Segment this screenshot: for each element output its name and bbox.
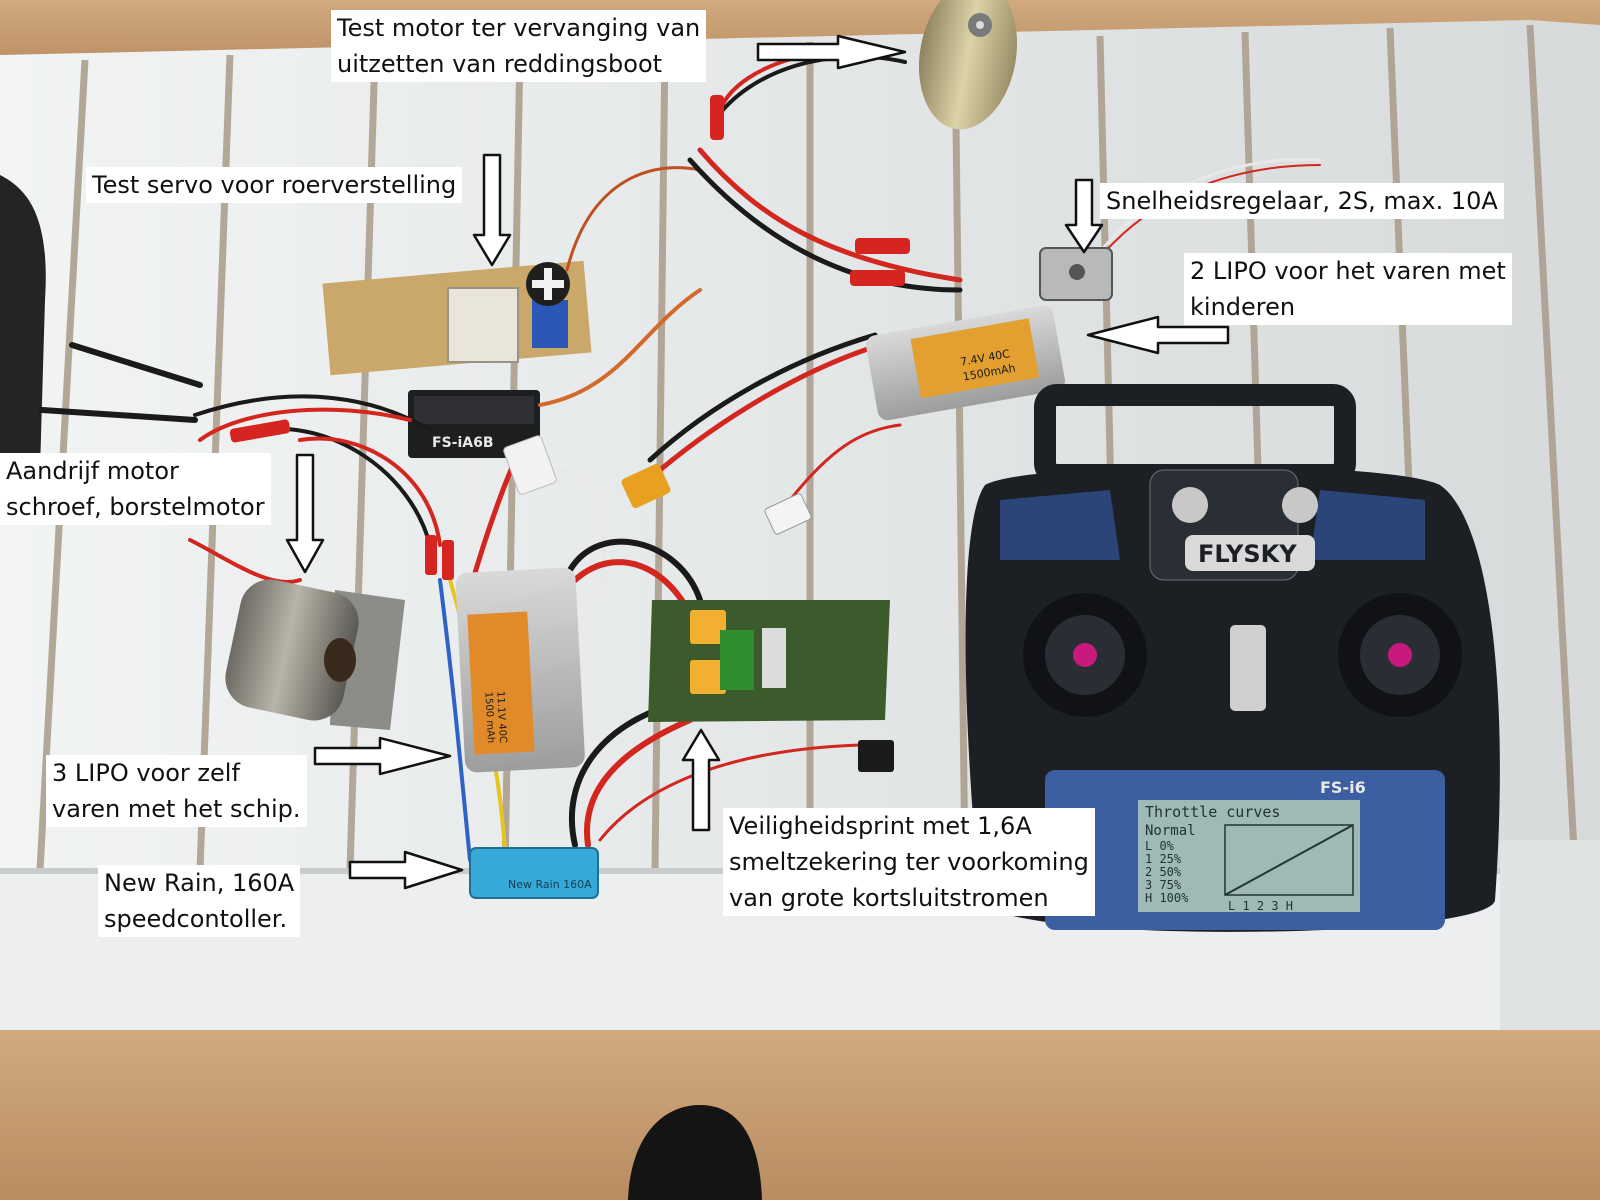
arrow-test-motor <box>756 34 907 70</box>
screen-mode: Normal <box>1145 823 1196 839</box>
screen-row: 3 75% <box>1145 878 1182 892</box>
screen-row: 1 25% <box>1145 852 1182 866</box>
label-line: New Rain, 160A <box>104 869 295 897</box>
label-line: schroef, borstelmotor <box>6 493 265 521</box>
antennas <box>39 342 203 423</box>
safety-pcb <box>648 600 894 772</box>
battery-3s-spec: 11.1V 40C <box>494 691 508 744</box>
screen-title: Throttle curves <box>1145 803 1280 821</box>
label-test-servo: Test servo voor roerverstelling <box>86 167 463 203</box>
transmitter: FLYSKY FS-i6 Throttle curves Normal L 0%… <box>965 384 1500 932</box>
connectors <box>229 95 910 580</box>
label-lipo-2: 2 LIPO voor het varen met kinderen <box>1184 253 1512 325</box>
arrow-veiligheidsprint <box>681 728 721 832</box>
shoe <box>628 1105 762 1200</box>
label-line: varen met het schip. <box>52 795 301 823</box>
label-line: Test motor ter vervanging van <box>337 14 701 42</box>
receiver: FS-iA6B <box>408 390 540 458</box>
label-line: speedcontoller. <box>104 905 288 933</box>
label-line: Aandrijf motor <box>6 457 179 485</box>
label-line: smeltzekering ter voorkoming <box>729 848 1089 876</box>
label-line: 2 LIPO voor het varen met <box>1190 257 1506 285</box>
small-speed-controller <box>1039 247 1113 301</box>
white-plug <box>503 435 557 495</box>
screen-row: L 0% <box>1145 839 1175 853</box>
receiver-model: FS-iA6B <box>432 435 494 451</box>
arrow-aandrijf-motor <box>285 453 325 574</box>
label-snelheidsregelaar: Snelheidsregelaar, 2S, max. 10A <box>1100 183 1504 219</box>
transmitter-model: FS-i6 <box>1320 778 1366 797</box>
arrow-lipo-3 <box>313 736 452 776</box>
label-test-motor: Test motor ter vervanging van uitzetten … <box>331 10 707 82</box>
label-line: Snelheidsregelaar, 2S, max. 10A <box>1106 187 1498 215</box>
screen-axis: L 1 2 3 H <box>1228 899 1293 913</box>
label-line: uitzetten van reddingsboot <box>337 50 663 78</box>
throttle-curve-line <box>1224 824 1354 896</box>
arrows <box>285 34 1230 890</box>
drive-motor <box>225 579 405 730</box>
label-line: van grote kortsluitstromen <box>729 884 1049 912</box>
label-aandrijf-motor: Aandrijf motor schroef, borstelmotor <box>0 453 271 525</box>
esc-label: New Rain 160A <box>508 878 592 891</box>
label-line: kinderen <box>1190 293 1296 321</box>
arrow-lipo-2 <box>1086 315 1230 355</box>
screen-row: 2 50% <box>1145 865 1182 879</box>
bag <box>0 175 46 480</box>
label-veiligheidsprint: Veiligheidsprint met 1,6A smeltzekering … <box>723 808 1095 916</box>
label-line: 3 LIPO voor zelf <box>52 759 240 787</box>
floor-bottom <box>0 1030 1600 1200</box>
balance-plug <box>764 493 812 535</box>
servo-board <box>322 260 592 376</box>
battery-3s-capacity: 1500 mAh <box>482 691 496 743</box>
transmitter-brand: FLYSKY <box>1198 540 1297 568</box>
label-line: Test servo voor roerverstelling <box>92 171 457 199</box>
battery-3s: 11.1V 40C 1500 mAh <box>455 567 585 773</box>
label-line: Veiligheidsprint met 1,6A <box>729 812 1032 840</box>
arrow-snelheidsregelaar <box>1064 178 1104 254</box>
screen-row: H 100% <box>1145 891 1189 905</box>
arrow-new-rain <box>348 850 464 890</box>
arrow-test-servo <box>472 153 512 267</box>
xt60-plug <box>621 463 671 509</box>
battery-2s: 7.4V 40C 1500mAh <box>866 305 1065 421</box>
esc-160a: New Rain 160A <box>469 847 599 899</box>
label-new-rain: New Rain, 160A speedcontoller. <box>98 865 301 937</box>
test-motor <box>918 0 1018 130</box>
label-lipo-3: 3 LIPO voor zelf varen met het schip. <box>46 755 307 827</box>
